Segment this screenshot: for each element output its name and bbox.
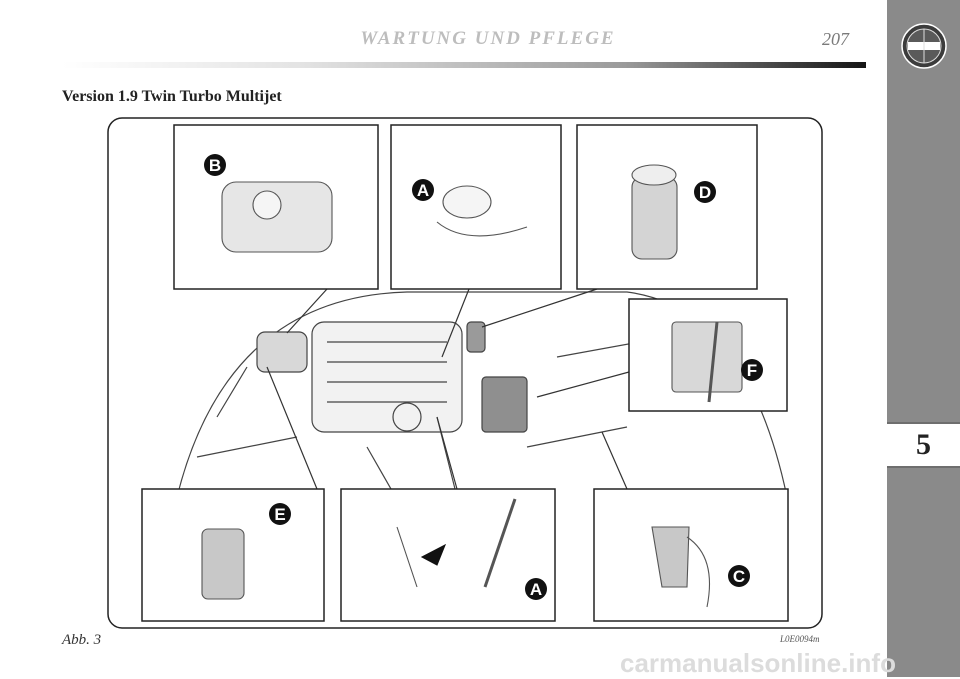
callout-badge-b: B — [204, 154, 226, 176]
callout-badge-c: C — [728, 565, 750, 587]
callout-leaders — [266, 288, 630, 490]
svg-text:C: C — [733, 567, 745, 586]
svg-text:B: B — [209, 156, 221, 175]
watermark: carmanualsonline.info — [620, 648, 896, 678]
callout-badge-a-bottom: A — [525, 578, 547, 600]
chapter-number[interactable]: 5 — [887, 422, 960, 468]
figure-label: Abb. 3 — [62, 632, 102, 648]
callout-badge-e: E — [269, 503, 291, 525]
svg-text:E: E — [274, 505, 285, 524]
callout-badge-d: D — [694, 181, 716, 203]
engine-bay-figure: B A D F E A C — [107, 117, 823, 629]
side-tab — [887, 0, 960, 677]
page-header-title: WARTUNG UND PFLEGE — [360, 28, 616, 49]
header-rule — [62, 62, 866, 68]
svg-text:A: A — [530, 580, 542, 599]
svg-text:A: A — [417, 181, 429, 200]
figure-code: L0E0094m — [780, 634, 820, 644]
callout-badge-a-top: A — [412, 179, 434, 201]
svg-text:D: D — [699, 183, 711, 202]
lancia-logo — [901, 23, 947, 69]
inset-details — [201, 164, 743, 608]
svg-text:F: F — [747, 361, 757, 380]
callout-badge-f: F — [741, 359, 763, 381]
section-title: Version 1.9 Twin Turbo Multijet — [62, 88, 282, 105]
page-number: 207 — [822, 29, 849, 49]
